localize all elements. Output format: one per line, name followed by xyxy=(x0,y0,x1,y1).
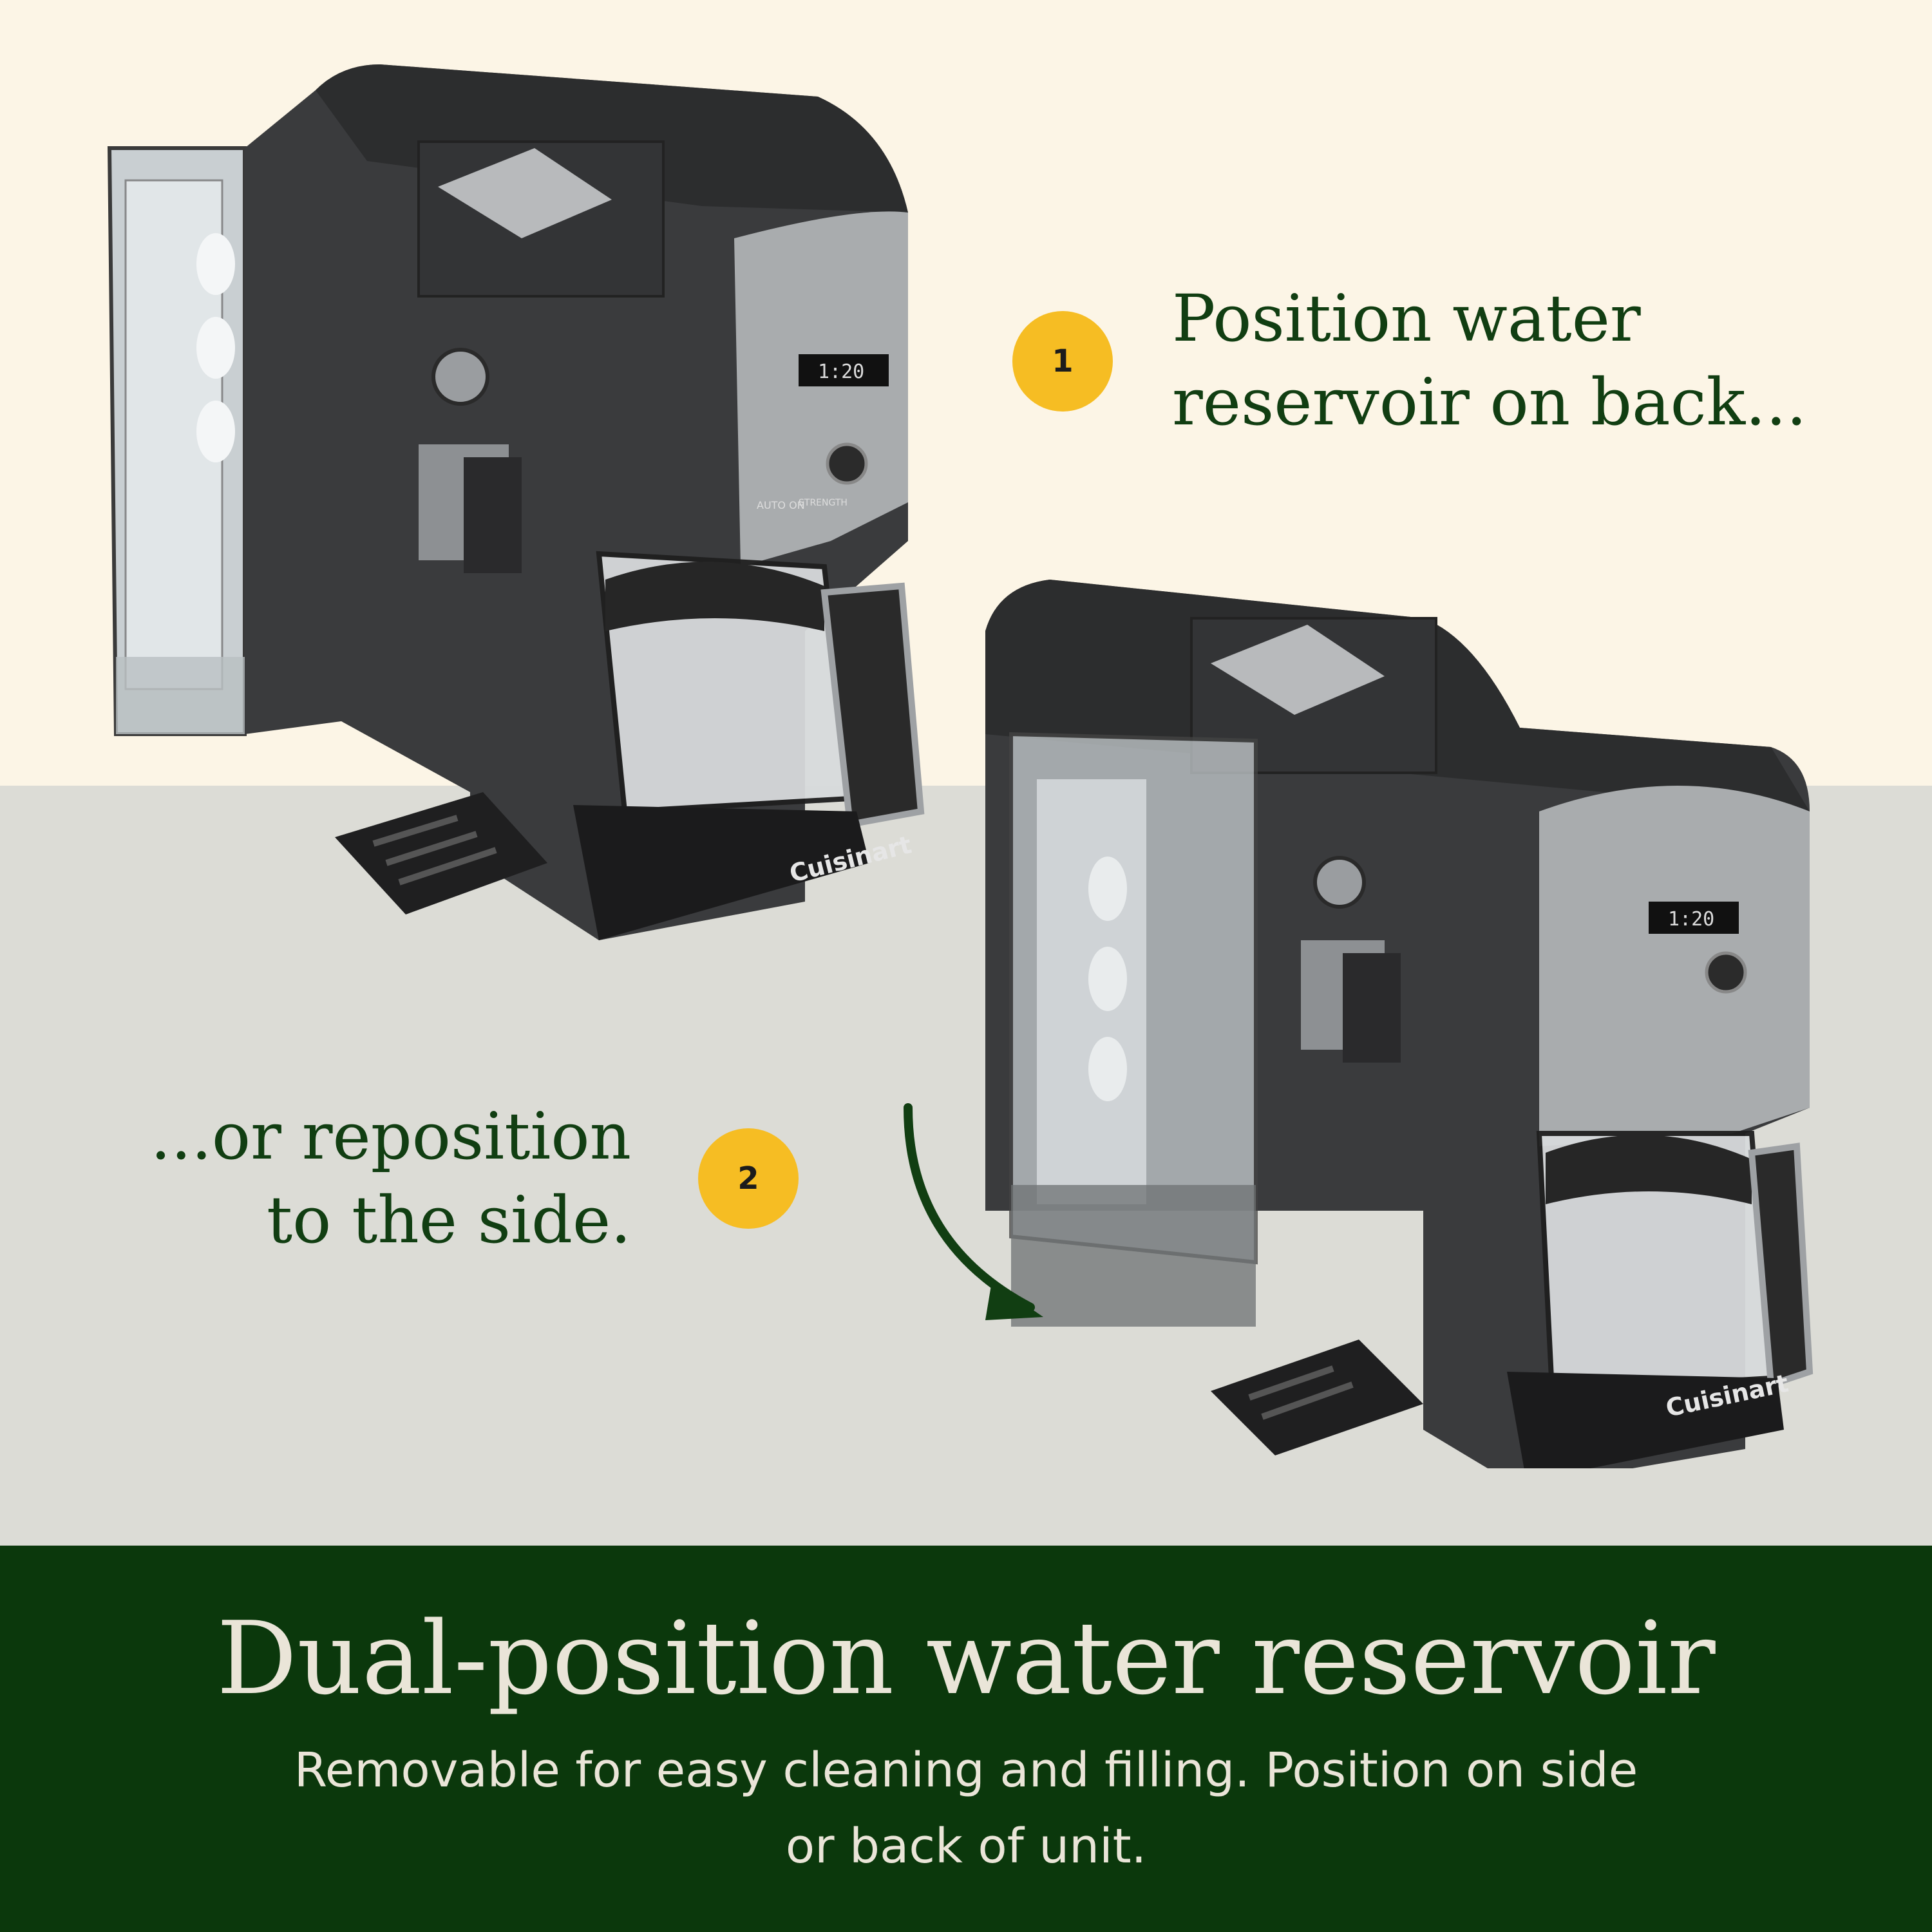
step-1-line-1: Position water xyxy=(1172,281,1641,356)
subtext: Removable for easy cleaning and filling.… xyxy=(116,1732,1816,1884)
headline: Dual-position water reservoir xyxy=(216,1600,1716,1717)
dial-icon xyxy=(431,348,489,406)
control-knob-icon-2 xyxy=(1705,951,1747,994)
step-1-line-2: reservoir on back... xyxy=(1172,365,1807,440)
control-knob-icon xyxy=(826,442,868,485)
auto-on-label: AUTO ON xyxy=(757,499,805,511)
curved-arrow-icon xyxy=(904,1103,1043,1320)
coffee-maker-reservoir-back-illustration: 1:20 AUTO ON STRENGTH Cuisinart xyxy=(107,64,925,940)
step-2-line-1: ...or reposition xyxy=(150,1099,631,1174)
subtext-line-2: or back of unit. xyxy=(785,1819,1147,1874)
clock-display-2: 1:20 xyxy=(1668,908,1714,931)
step-2-badge: 2 xyxy=(698,1128,799,1229)
clock-display: 1:20 xyxy=(818,361,864,383)
footer-banner xyxy=(0,1546,1932,1932)
strength-label: STRENGTH xyxy=(799,498,848,508)
coffee-maker-reservoir-side-illustration: 1:20 Cuisinart xyxy=(985,580,1814,1468)
dial-icon-2 xyxy=(1313,856,1366,909)
step-1-text: Position water reservoir on back... xyxy=(1172,277,1906,444)
step-2-line-2: to the side. xyxy=(266,1182,631,1258)
step-1-badge: 1 xyxy=(1012,311,1113,412)
step-2-text: ...or reposition to the side. xyxy=(77,1095,631,1262)
subtext-line-1: Removable for easy cleaning and filling.… xyxy=(294,1743,1638,1798)
